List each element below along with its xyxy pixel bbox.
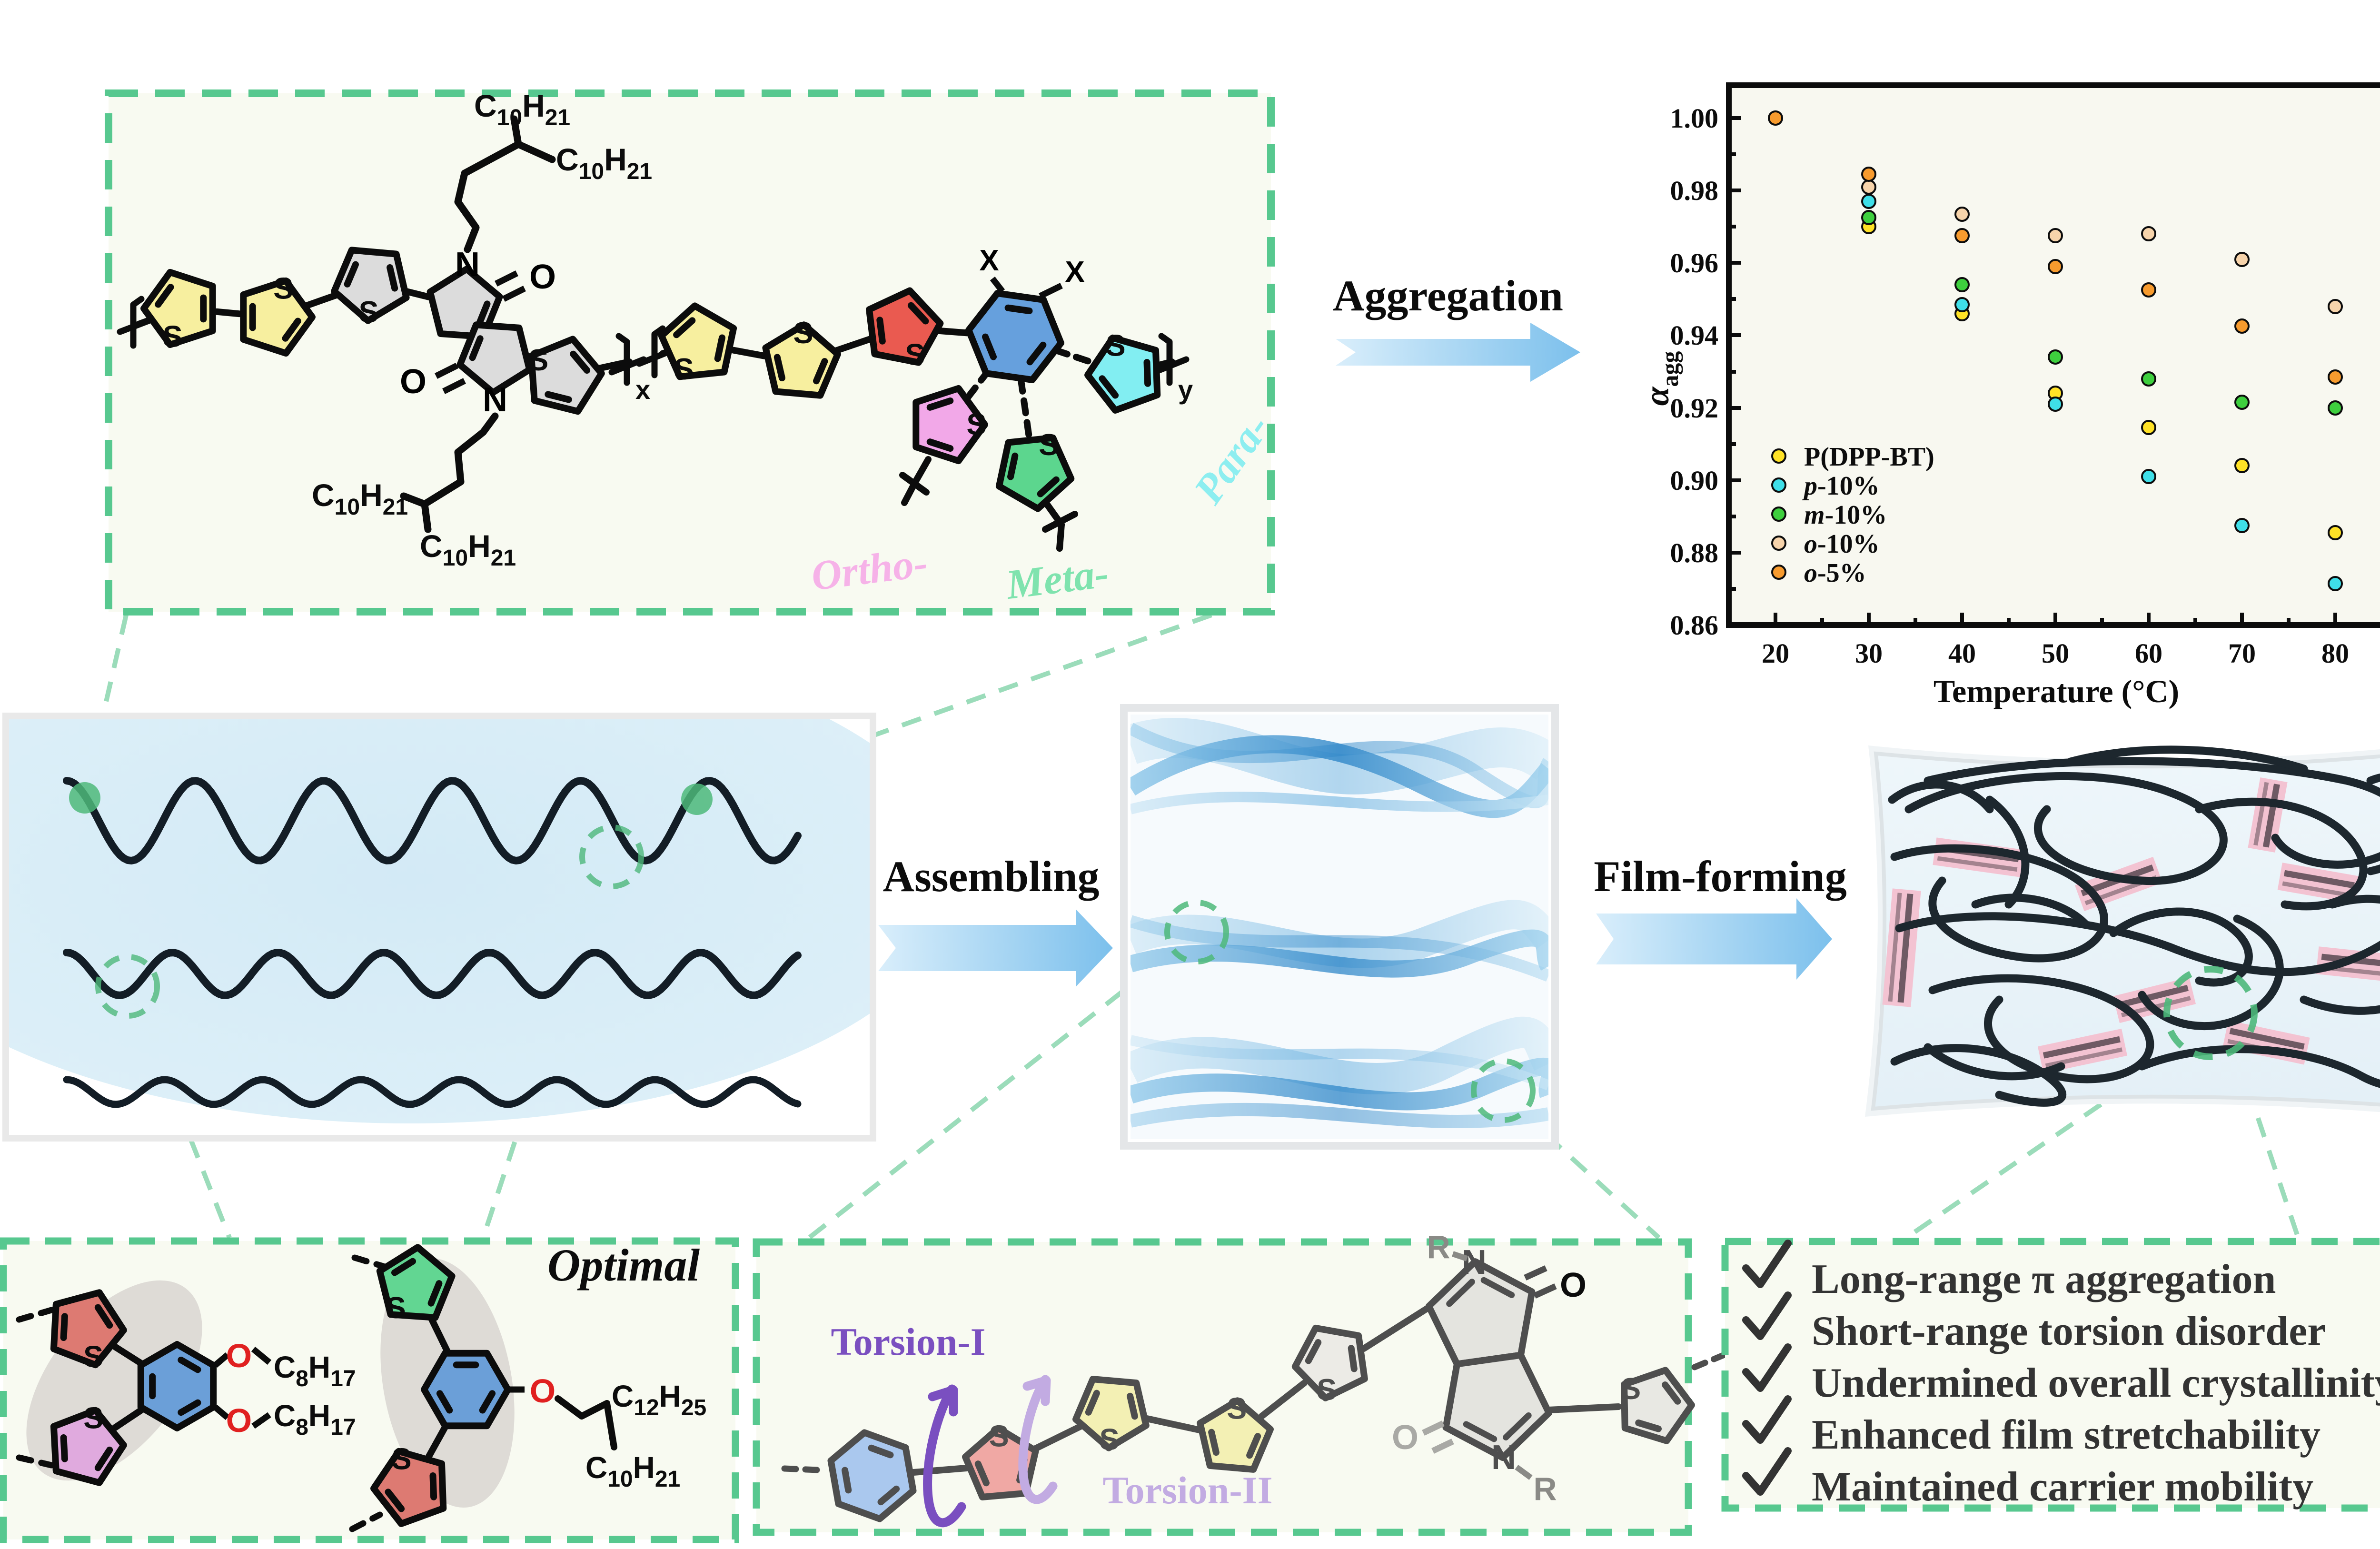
svg-text:40: 40 <box>1948 638 1976 669</box>
svg-text:Torsion-II: Torsion-II <box>1103 1469 1273 1512</box>
svg-text:N: N <box>1462 1243 1487 1281</box>
svg-text:S: S <box>1106 329 1126 362</box>
svg-text:O: O <box>529 258 556 296</box>
svg-text:0.94: 0.94 <box>1670 320 1719 351</box>
svg-text:S: S <box>359 296 379 329</box>
svg-text:Temperature (°C): Temperature (°C) <box>1934 673 2179 709</box>
svg-text:Assembling: Assembling <box>883 852 1100 901</box>
svg-text:S: S <box>674 353 694 386</box>
svg-text:C8H17: C8H17 <box>274 1350 356 1391</box>
svg-text:S: S <box>1317 1373 1337 1407</box>
svg-text:X: X <box>979 244 999 277</box>
svg-text:C10H21: C10H21 <box>474 88 570 130</box>
svg-text:C12H25: C12H25 <box>612 1379 706 1420</box>
svg-text:S: S <box>989 1420 1009 1453</box>
svg-text:S: S <box>273 272 293 306</box>
svg-text:S: S <box>966 408 986 441</box>
svg-text:P(DPP-BT): P(DPP-BT) <box>1804 442 1934 472</box>
svg-text:Optimal: Optimal <box>547 1240 700 1291</box>
svg-text:0.90: 0.90 <box>1670 465 1719 496</box>
svg-text:1.00: 1.00 <box>1670 103 1719 134</box>
svg-text:p-10%: p-10% <box>1802 471 1880 501</box>
svg-text:O: O <box>400 363 426 401</box>
svg-text:20: 20 <box>1762 638 1789 669</box>
svg-text:S: S <box>1227 1392 1247 1425</box>
svg-text:C10H21: C10H21 <box>556 142 652 184</box>
svg-text:O: O <box>1392 1419 1418 1457</box>
svg-text:S: S <box>83 1402 103 1435</box>
svg-text:Long-range π aggregation: Long-range π aggregation <box>1812 1256 2276 1302</box>
svg-text:X: X <box>1065 256 1084 288</box>
svg-text:30: 30 <box>1855 638 1883 669</box>
svg-text:S: S <box>386 1291 406 1325</box>
svg-text:S: S <box>1621 1372 1641 1406</box>
svg-text:C10H21: C10H21 <box>585 1450 680 1492</box>
svg-text:o-10%: o-10% <box>1804 529 1880 559</box>
svg-text:S: S <box>793 317 813 350</box>
svg-text:m-10%: m-10% <box>1804 500 1887 530</box>
svg-text:S: S <box>392 1442 412 1476</box>
svg-text:Torsion-I: Torsion-I <box>831 1320 985 1363</box>
svg-text:0.98: 0.98 <box>1670 175 1719 206</box>
svg-text:Film-forming: Film-forming <box>1594 852 1846 901</box>
svg-text:60: 60 <box>2135 638 2162 669</box>
svg-text:S: S <box>1100 1423 1120 1457</box>
svg-text:O: O <box>1560 1266 1587 1304</box>
svg-text:Undermined overall crystallini: Undermined overall crystallinity <box>1812 1360 2380 1406</box>
svg-text:Short-range torsion disorder: Short-range torsion disorder <box>1812 1308 2326 1354</box>
svg-text:O: O <box>530 1372 555 1410</box>
svg-text:0.92: 0.92 <box>1670 393 1719 424</box>
svg-text:S: S <box>1039 428 1059 462</box>
svg-text:C10H21: C10H21 <box>420 528 516 571</box>
svg-text:Maintained carrier mobility: Maintained carrier mobility <box>1812 1464 2313 1510</box>
svg-text:O: O <box>226 1337 252 1374</box>
svg-text:0.86: 0.86 <box>1670 610 1719 641</box>
svg-text:R: R <box>1427 1229 1450 1265</box>
svg-text:Aggregation: Aggregation <box>1333 271 1563 320</box>
svg-text:S: S <box>83 1340 103 1373</box>
svg-text:y: y <box>1178 375 1193 405</box>
svg-text:R: R <box>1533 1471 1557 1507</box>
svg-text:O: O <box>226 1402 252 1439</box>
svg-text:C10H21: C10H21 <box>312 477 408 520</box>
svg-text:80: 80 <box>2321 638 2349 669</box>
svg-text:70: 70 <box>2228 638 2256 669</box>
svg-text:S: S <box>905 338 925 372</box>
svg-text:0.88: 0.88 <box>1670 537 1719 568</box>
svg-text:N: N <box>1491 1439 1516 1477</box>
svg-text:C8H17: C8H17 <box>274 1399 356 1440</box>
svg-text:αagg: αagg <box>1638 351 1683 406</box>
svg-text:50: 50 <box>2042 638 2069 669</box>
svg-text:S: S <box>163 320 183 353</box>
svg-text:Enhanced film stretchability: Enhanced film stretchability <box>1812 1412 2320 1458</box>
svg-text:x: x <box>635 375 650 405</box>
svg-text:o-5%: o-5% <box>1804 558 1866 588</box>
svg-text:0.96: 0.96 <box>1670 248 1719 278</box>
